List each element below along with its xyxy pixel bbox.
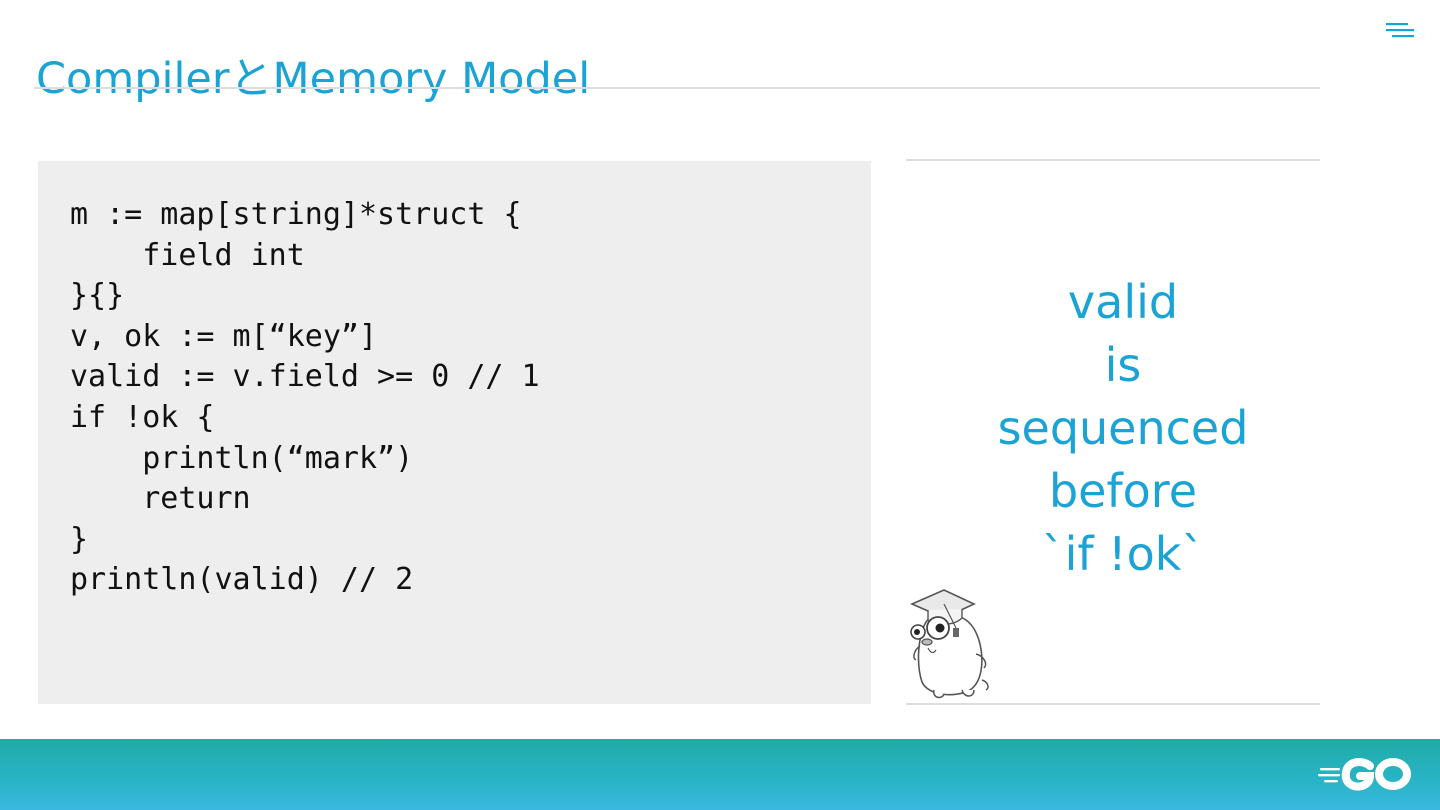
code-line: valid := v.field >= 0 // 1 [70,359,540,395]
note-line: before [1048,464,1198,518]
sequencing-note: valid is sequenced before `if !ok` [906,271,1340,586]
slide-title: CompilerとMemory Model [36,53,591,104]
code-line: v, ok := m[“key”] [70,318,378,354]
code-block: m := map[string]*struct { field int }{} v,… [70,195,540,601]
go-logo [1318,758,1411,791]
title-divider [34,87,1320,89]
note-line: is [1104,338,1142,392]
footer-band [0,739,1440,810]
code-line: field int [70,237,305,273]
code-line: } [70,521,89,557]
menu-button[interactable] [1382,20,1418,46]
code-line: println(“mark”) [70,440,414,476]
note-divider-top [906,159,1320,161]
code-panel: m := map[string]*struct { field int }{} v,… [38,161,871,704]
hamburger-menu-icon [1386,23,1414,38]
code-line: }{} [70,278,125,314]
note-divider-bottom [906,703,1320,705]
gopher-graduate-illustration [910,589,989,699]
note-line: `if !ok` [1041,527,1205,581]
note-line: sequenced [997,401,1249,455]
note-line: valid [1067,275,1179,329]
code-line: return [70,481,251,517]
code-line: if !ok { [70,399,215,435]
code-line: m := map[string]*struct { [70,197,522,232]
code-line: println(valid) // 2 [70,562,414,598]
